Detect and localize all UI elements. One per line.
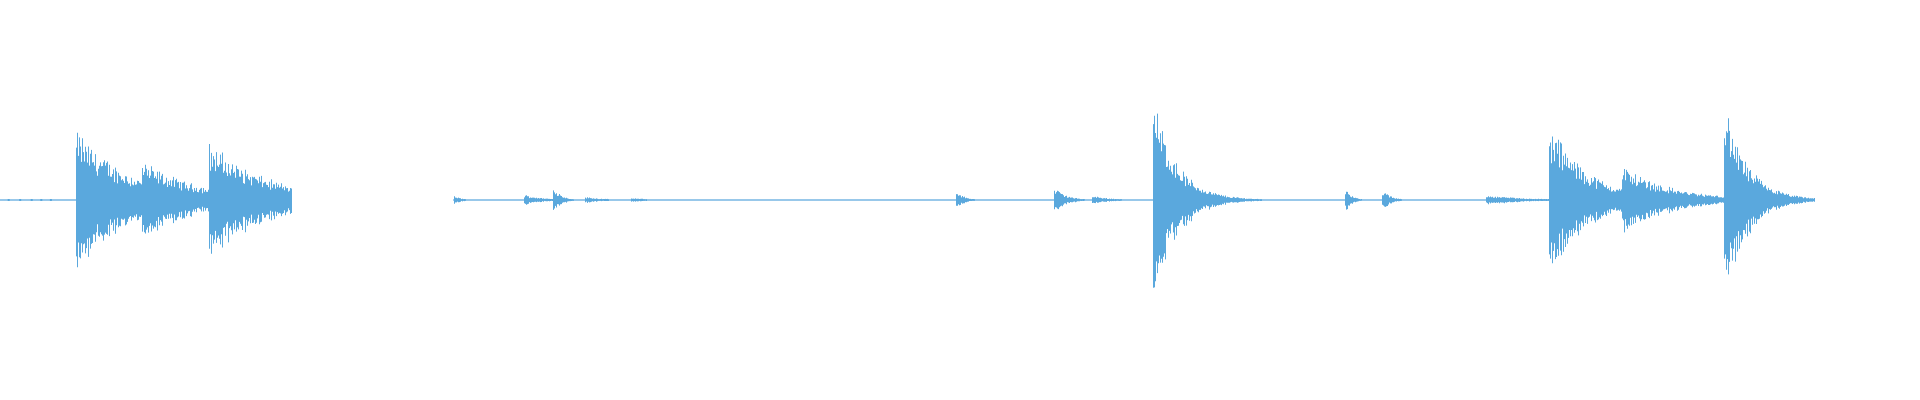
waveform-dot-2	[30, 199, 33, 201]
waveform-samples	[76, 113, 1815, 288]
waveform-dot-4	[49, 199, 52, 201]
waveform-dot-0	[7, 199, 10, 201]
waveform-dot-3	[40, 199, 43, 201]
waveform-layer	[0, 113, 1815, 288]
waveform-dot-1	[19, 199, 22, 201]
